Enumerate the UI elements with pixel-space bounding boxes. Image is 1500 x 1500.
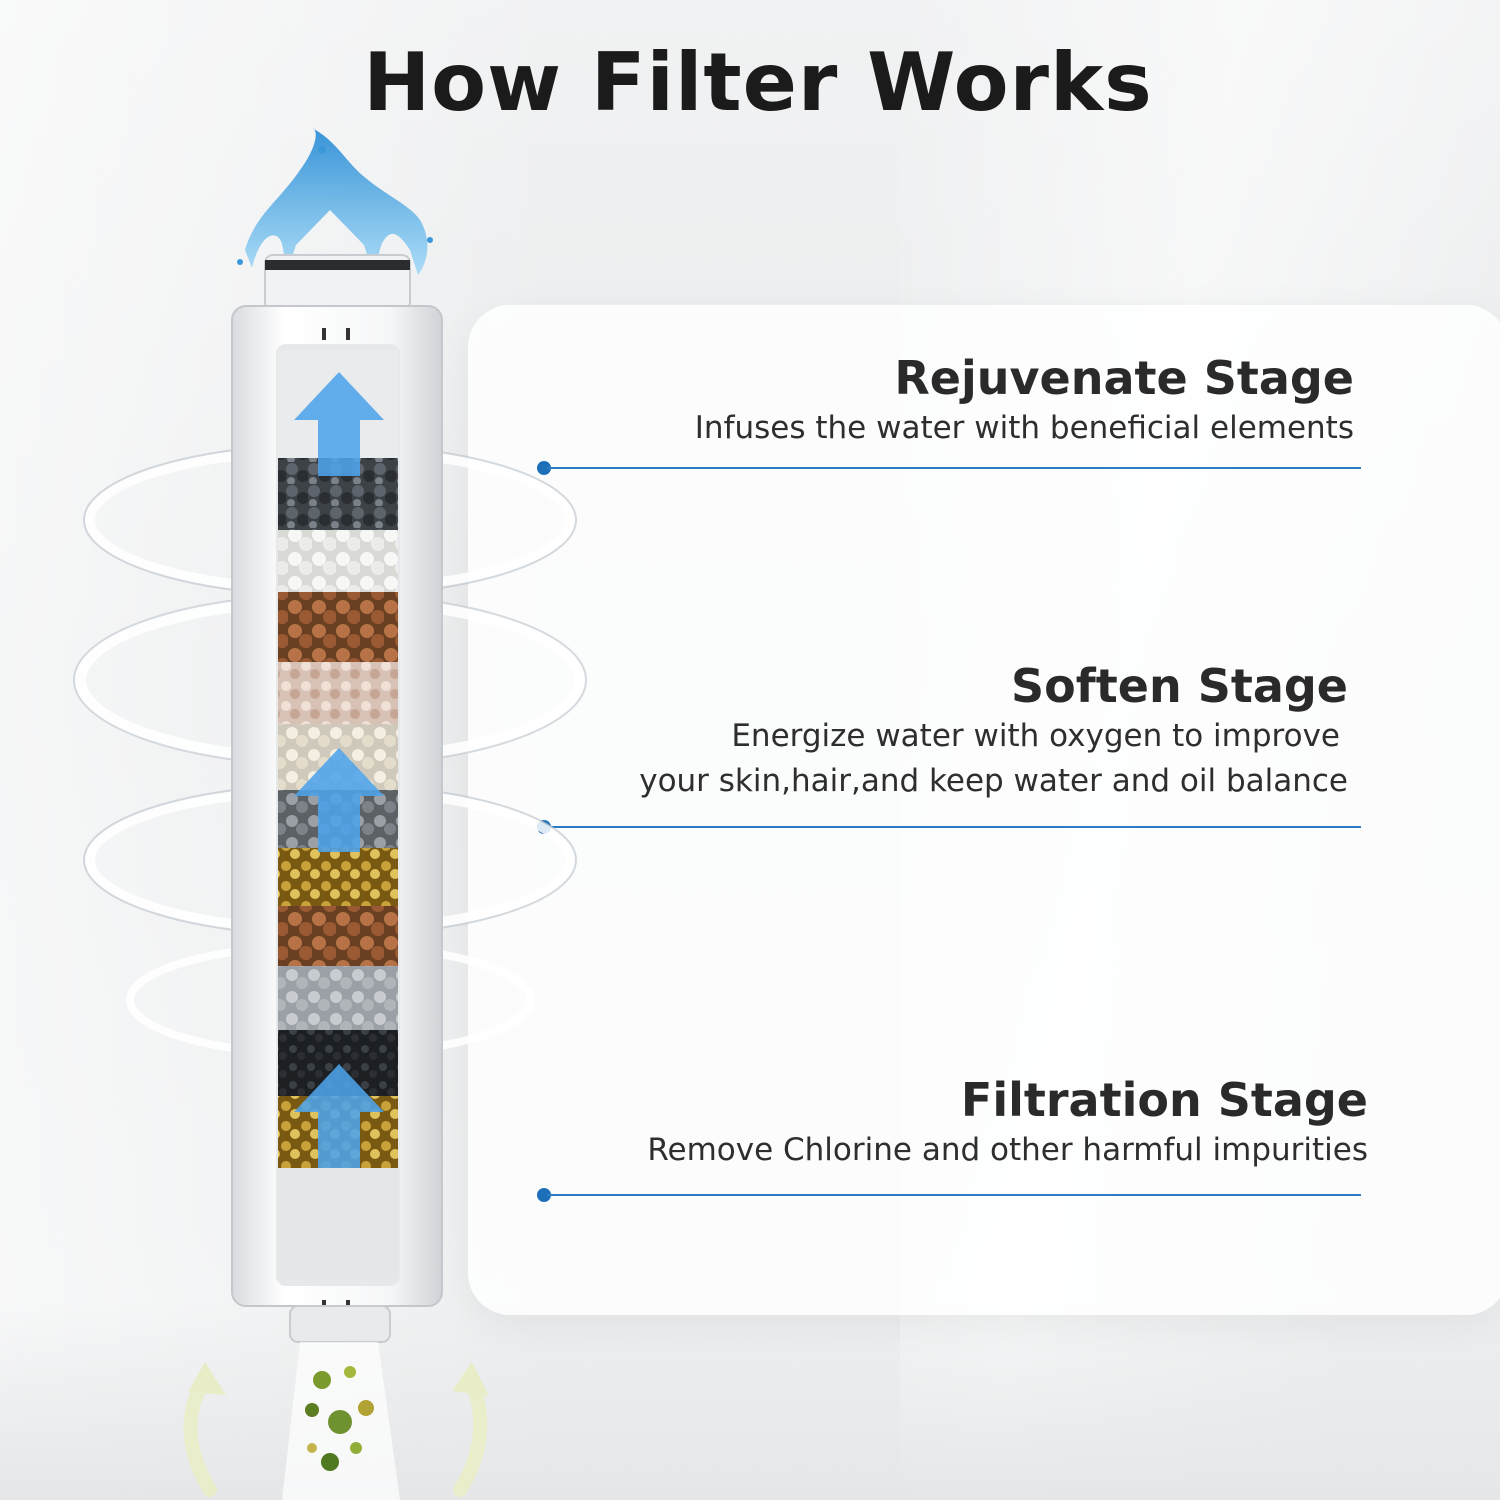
stage-filtration: Filtration Stage Remove Chlorine and oth… xyxy=(647,1072,1368,1173)
filter-cartridge-illustration xyxy=(73,128,587,1500)
background-floor xyxy=(0,1300,1500,1500)
stage-soften-connector xyxy=(537,820,1361,834)
stage-rejuvenate-title: Rejuvenate Stage xyxy=(894,351,1354,405)
connector-line xyxy=(547,467,1361,469)
flow-arrow-icon xyxy=(294,372,384,1168)
stage-filtration-connector xyxy=(537,1188,1361,1202)
stage-soften-description-line-1: Energize water with oxygen to improve xyxy=(731,718,1340,754)
stage-soften: Soften Stage Energize water with oxygen … xyxy=(639,658,1348,804)
filter-cap-bottom xyxy=(289,1305,391,1343)
impurity-particle-icon xyxy=(282,1342,400,1500)
stage-filtration-title: Filtration Stage xyxy=(960,1073,1368,1127)
info-panel xyxy=(468,305,1500,1315)
stage-rejuvenate-connector xyxy=(537,461,1361,475)
stage-soften-title: Soften Stage xyxy=(1011,659,1348,713)
water-splash-icon xyxy=(237,128,433,276)
stage-rejuvenate-description: Infuses the water with beneficial elemen… xyxy=(694,410,1354,446)
connector-line xyxy=(547,826,1361,828)
stage-rejuvenate: Rejuvenate Stage Infuses the water with … xyxy=(695,350,1354,451)
stage-soften-description-line-2: your skin,hair,and keep water and oil ba… xyxy=(639,763,1348,799)
connector-dot xyxy=(537,1188,551,1202)
connector-line xyxy=(547,1194,1361,1196)
stage-filtration-description: Remove Chlorine and other harmful impuri… xyxy=(647,1132,1368,1168)
connector-dot xyxy=(537,461,551,475)
page-title: How Filter Works xyxy=(363,36,1153,129)
